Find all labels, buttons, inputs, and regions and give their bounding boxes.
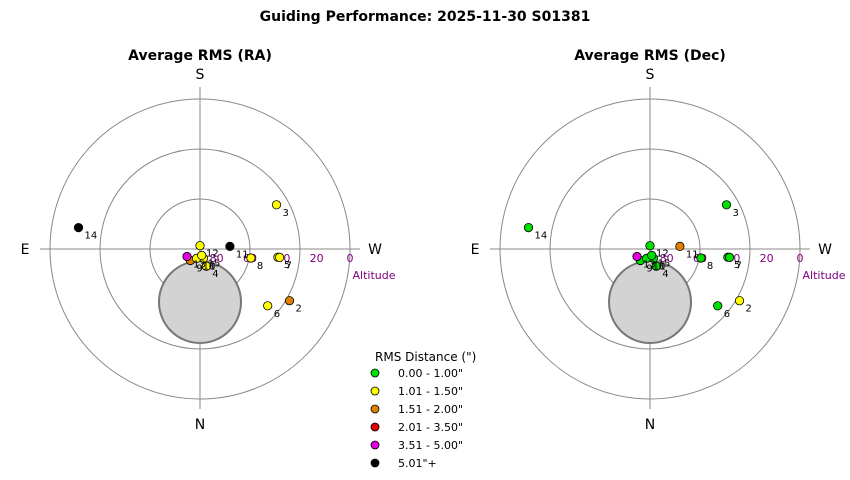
panel2-data-label-14: 14 xyxy=(535,231,548,242)
legend-swatch-3 xyxy=(370,404,380,414)
panel1-data-label-3: 3 xyxy=(283,208,289,219)
panel1-compass-right: W xyxy=(368,242,382,258)
panel1-data-label-1: 1 xyxy=(209,261,215,272)
panel2-data-point-7 xyxy=(724,252,735,262)
panel1-data-point-15 xyxy=(197,250,207,260)
panel1-data-label-6: 6 xyxy=(274,309,280,320)
panel2-data-label-3: 3 xyxy=(733,208,739,219)
panel2-data-label-2: 2 xyxy=(746,304,752,315)
legend-label-4: 2.01 - 3.50" xyxy=(398,421,463,434)
panel2-altitude-tick: 20 xyxy=(760,252,774,265)
legend-swatch-2 xyxy=(370,386,380,396)
panel1-data-point-6 xyxy=(263,301,273,311)
panel1-data-point-13 xyxy=(182,251,192,262)
panel2-altitude-axis-label: Altitude xyxy=(803,269,846,282)
panel1-data-label-5: 5 xyxy=(284,260,290,271)
panel2-compass-left: E xyxy=(471,242,480,258)
panel2-data-label-12: 12 xyxy=(656,249,669,260)
panel2-data-label-13: 13 xyxy=(643,260,656,271)
panel2-data-point-14 xyxy=(523,223,534,233)
panel1-data-label-11: 11 xyxy=(236,249,249,260)
legend-swatch-6 xyxy=(370,458,380,468)
panel1-compass-top: S xyxy=(196,67,205,83)
panel1-data-point-7 xyxy=(274,252,285,262)
legend-swatch-5 xyxy=(370,440,380,450)
panel1-altitude-tick: 80 xyxy=(210,252,224,265)
panel1-data-point-14 xyxy=(73,223,84,233)
panel2-data-point-11 xyxy=(675,241,685,251)
legend-title: RMS Distance (") xyxy=(375,350,476,364)
panel2-compass-top: S xyxy=(646,67,655,83)
panel2-data-label-6: 6 xyxy=(724,309,730,320)
panel2-data-label-5: 5 xyxy=(734,260,740,271)
legend-label-6: 5.01"+ xyxy=(398,457,437,470)
panel1-data-label-8: 8 xyxy=(257,261,263,272)
panel1-altitude-tick: 20 xyxy=(310,252,324,265)
panel1-data-point-3 xyxy=(271,200,282,210)
legend-swatch-4 xyxy=(370,422,380,432)
panel2-data-label-11: 11 xyxy=(686,249,699,260)
legend-label-5: 3.51 - 5.00" xyxy=(398,439,463,452)
panel2-data-label-9: 9 xyxy=(646,264,652,275)
panel1-data-label-9: 9 xyxy=(196,264,202,275)
panel1-compass-bottom: N xyxy=(195,417,205,433)
page-title: Guiding Performance: 2025-11-30 S01381 xyxy=(259,9,591,25)
panel1-data-label-4: 4 xyxy=(212,269,218,280)
panel2-altitude-tick: 80 xyxy=(660,252,674,265)
panel2-data-label-10: 10 xyxy=(653,261,666,272)
panel1-altitude-axis-label: Altitude xyxy=(353,269,396,282)
legend-label-3: 1.51 - 2.00" xyxy=(398,403,463,416)
legend-label-1: 0.00 - 1.00" xyxy=(398,367,463,380)
panel2-data-label-4: 4 xyxy=(662,269,668,280)
panel2-data-point-15 xyxy=(647,250,657,260)
panel2-title: Average RMS (Dec) xyxy=(574,48,726,64)
panel2-data-point-3 xyxy=(721,200,732,210)
panel2-data-point-8 xyxy=(696,253,706,263)
panel1-compass-left: E xyxy=(21,242,30,258)
panel2-data-point-2 xyxy=(734,296,745,306)
panel1-title: Average RMS (RA) xyxy=(128,48,272,64)
panel1-data-label-12: 12 xyxy=(206,249,219,260)
panel1-data-point-11 xyxy=(225,241,235,251)
panel2-compass-bottom: N xyxy=(645,417,655,433)
panel2-data-label-8: 8 xyxy=(707,261,713,272)
panel1-data-label-15: 15 xyxy=(208,258,221,269)
panel2-data-label-1: 1 xyxy=(659,261,665,272)
panel1-altitude-tick: 0 xyxy=(347,252,354,265)
panel1-data-label-7: 7 xyxy=(286,260,292,271)
panel2-data-point-4 xyxy=(651,261,661,271)
panel2-data-point-13 xyxy=(632,251,642,262)
panel2-data-label-15: 15 xyxy=(658,258,671,269)
panel1-data-point-2 xyxy=(284,296,295,306)
panel1-data-point-12 xyxy=(195,241,205,251)
panel2-data-label-7: 7 xyxy=(736,260,742,271)
panel1-data-point-8 xyxy=(246,253,256,263)
panel1-data-label-2: 2 xyxy=(296,304,302,315)
legend-label-2: 1.01 - 1.50" xyxy=(398,385,463,398)
legend-swatch-1 xyxy=(370,368,380,378)
panel2-data-point-6 xyxy=(713,301,723,311)
panel2-altitude-tick: 0 xyxy=(797,252,804,265)
panel1-data-label-14: 14 xyxy=(85,231,98,242)
panel1-data-point-4 xyxy=(201,261,211,271)
panel2-data-point-12 xyxy=(645,241,655,251)
panel1-data-label-13: 13 xyxy=(193,260,206,271)
panel2-compass-right: W xyxy=(818,242,832,258)
panel1-data-label-10: 10 xyxy=(203,261,216,272)
